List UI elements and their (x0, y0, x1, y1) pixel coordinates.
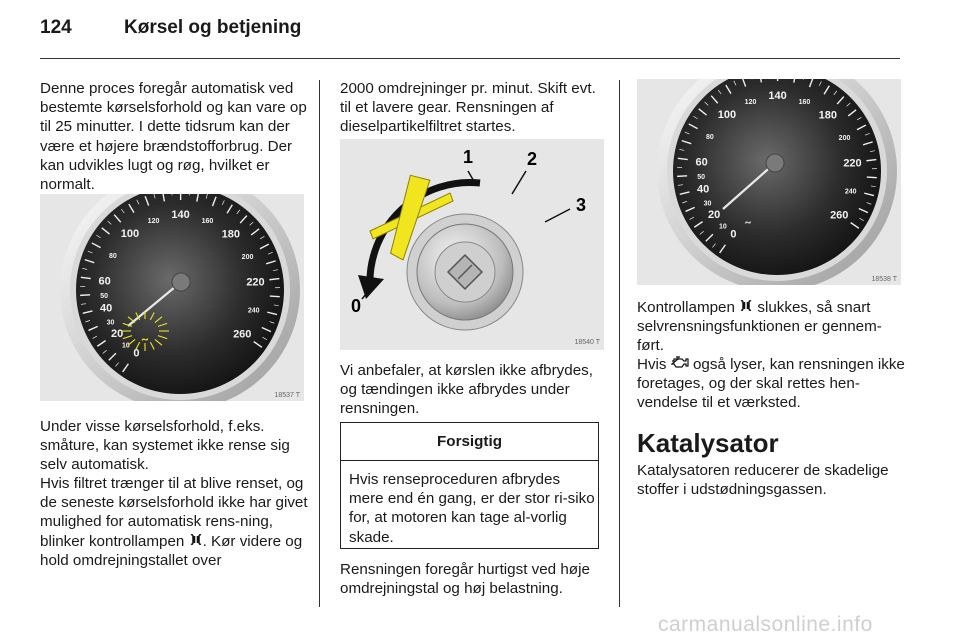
speed-label: 120 (745, 99, 757, 106)
dpf-warning-icon (739, 298, 753, 317)
page-number: 124 (40, 17, 72, 38)
caution-title: Forsigtig (341, 423, 598, 461)
speed-label: 10 (719, 223, 727, 230)
col3-paragraph-2: Hvis også lyser, kan rensningen ikke for… (637, 355, 905, 412)
speed-label: 20 (708, 209, 720, 221)
svg-text:˷: ˷ (140, 320, 150, 342)
col1-paragraph-1: Denne proces foregår automatisk ved best… (40, 80, 307, 194)
speed-label: 0 (730, 228, 736, 240)
speed-label: 60 (98, 275, 110, 287)
speed-label: 80 (109, 253, 117, 260)
figure-label-2: 2 (527, 149, 537, 169)
header-rule (40, 58, 900, 59)
speed-label: 180 (222, 228, 240, 240)
speed-label: 140 (171, 209, 189, 221)
speed-label: 30 (107, 320, 115, 327)
speed-label: 240 (845, 189, 857, 196)
speed-label: 260 (830, 210, 848, 222)
col2-paragraph-1: 2000 omdrejninger pr. minut. Skift evt. … (340, 80, 596, 136)
speed-label: 120 (148, 218, 160, 225)
figure-code-1: 18537 T (274, 392, 300, 399)
speed-label: 180 (819, 109, 837, 121)
column-divider-1 (319, 80, 320, 607)
caution-box: Forsigtig Hvis renseproceduren afbrydes … (340, 422, 599, 549)
speedometer-illustration-1: 0102030405060801001201401601802002202402… (60, 194, 300, 401)
column-divider-2 (619, 80, 620, 607)
speed-label: 60 (695, 156, 707, 168)
speed-label: 260 (233, 329, 251, 341)
figure-code-3: 18538 T (871, 276, 897, 283)
page-header: 124 Kørsel og betjening (40, 17, 301, 39)
dpf-warning-icon-lit: ˷ (121, 311, 169, 351)
speed-label: 50 (100, 293, 108, 300)
figure-ignition-switch: 1 2 3 0 18540 T (340, 139, 604, 350)
col1-paragraph-2: Under visse kørselsforhold, f.eks. småtu… (40, 418, 290, 474)
speed-label: 220 (246, 276, 264, 288)
svg-text:˷: ˷ (744, 205, 753, 225)
figure-label-0: 0 (351, 296, 361, 316)
figure-label-1: 1 (463, 147, 473, 167)
crossed-out-marker (369, 174, 454, 261)
speed-label: 140 (768, 90, 786, 102)
col2-paragraph-2: Vi anbefaler, at kørslen ikke afbrydes, … (340, 362, 593, 418)
speed-label: 40 (697, 184, 709, 196)
speed-label: 220 (843, 157, 861, 169)
speed-label: 200 (839, 135, 851, 142)
speed-label: 10 (122, 342, 130, 349)
speed-label: 50 (697, 174, 705, 181)
ignition-illustration: 1 2 3 0 (351, 147, 586, 331)
watermark: carmanualsonline.info (658, 613, 873, 636)
speed-label: 40 (100, 303, 112, 315)
figure-code-2: 18540 T (574, 339, 600, 346)
col3-paragraph-3: Katalysatoren reducerer de skadelige sto… (637, 462, 889, 499)
speed-label: 0 (133, 347, 139, 359)
section-heading-katalysator: Katalysator (637, 428, 779, 458)
speed-label: 100 (718, 109, 736, 121)
speed-label: 160 (202, 218, 214, 225)
speed-label: 100 (121, 228, 139, 240)
speed-label: 160 (799, 99, 811, 106)
col2-paragraph-3: Rensningen foregår hurtigst ved høje omd… (340, 561, 590, 598)
engine-check-icon (670, 355, 689, 374)
speed-label: 80 (706, 134, 714, 141)
speed-label: 20 (111, 328, 123, 340)
speed-label: 200 (242, 254, 254, 261)
speed-label: 30 (704, 201, 712, 208)
col3-paragraph-1: Kontrollampen slukkes, så snart selvrens… (637, 298, 882, 355)
speedometer-illustration-2: 0102030405060801001201401601802002202402… (657, 79, 897, 285)
figure-label-3: 3 (576, 195, 586, 215)
col1-paragraph-3: Hvis filtret trænger til at blive renset… (40, 475, 308, 569)
caution-text: Hvis renseproceduren afbrydes mere end é… (349, 471, 595, 546)
dpf-warning-icon (189, 532, 203, 551)
page-title: Kørsel og betjening (124, 17, 302, 38)
speed-label: 240 (248, 308, 260, 315)
